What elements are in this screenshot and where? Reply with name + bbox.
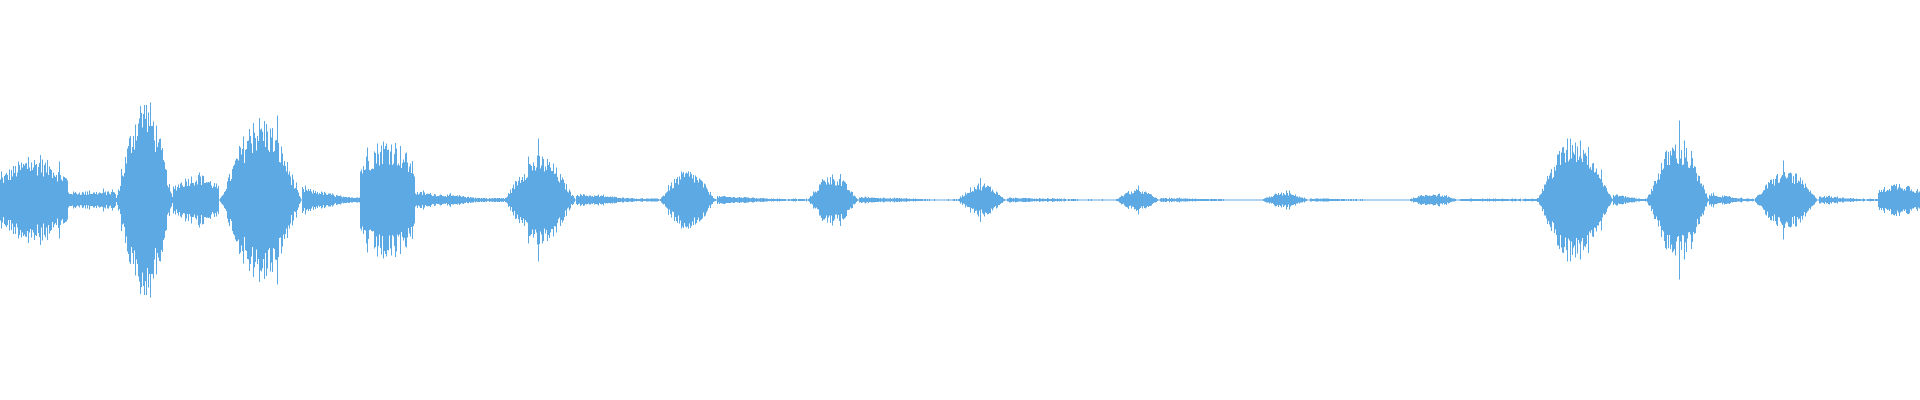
waveform-bars bbox=[0, 102, 1920, 298]
